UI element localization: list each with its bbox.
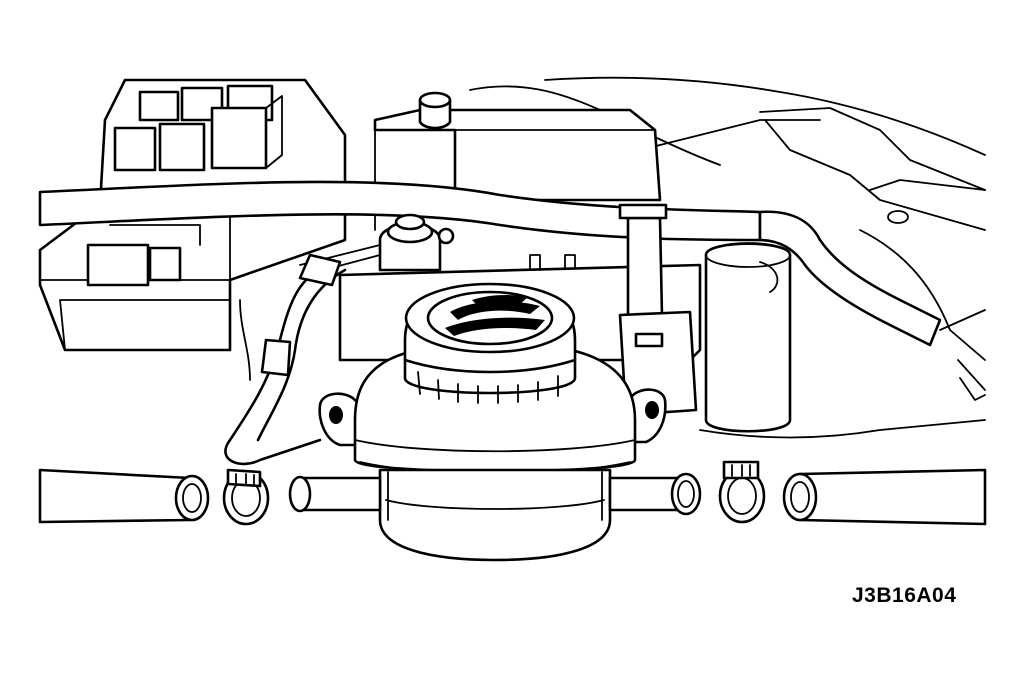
right-hose-clamp	[718, 460, 766, 524]
right-outlet-stub	[608, 472, 702, 516]
figure-code: J3B16A04	[852, 584, 957, 607]
wire-harness	[224, 253, 347, 466]
left-hose	[38, 468, 210, 524]
strap-bracket	[618, 203, 698, 417]
right-canister	[704, 242, 792, 433]
left-outlet-stub	[288, 475, 382, 513]
right-hose	[782, 468, 987, 526]
left-hose-clamp	[222, 468, 270, 526]
engine-bay-background	[469, 76, 986, 439]
coolant-tank	[373, 91, 662, 231]
cross-pipe	[38, 180, 942, 347]
power-steering-reservoir	[318, 282, 667, 562]
filler-neck	[299, 213, 455, 276]
